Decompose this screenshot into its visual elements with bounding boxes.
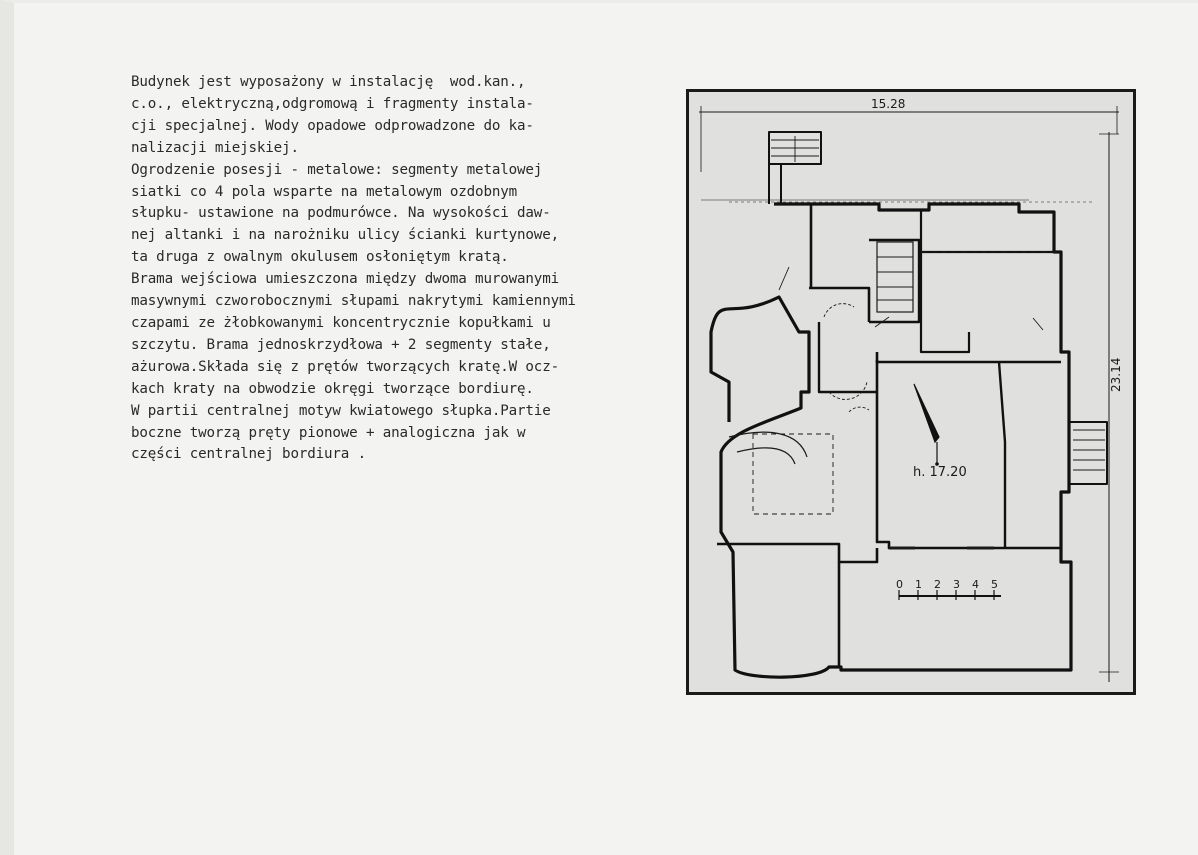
text-line: boczne tworzą pręty pionowe + analogiczn… xyxy=(131,424,526,441)
text-line: ta druga z owalnym okulusem osłoniętym k… xyxy=(131,249,509,266)
text-line: Ogrodzenie posesji - metalowe: segmenty … xyxy=(131,161,543,178)
scale-label-1: 1 xyxy=(915,578,922,591)
text-line: c.o., elektryczną,odgromową i fragmenty … xyxy=(131,95,534,112)
scale-label-3: 3 xyxy=(953,578,960,591)
text-line: ażurowa.Składa się z prętów tworzących k… xyxy=(131,358,559,375)
scale-label-2: 2 xyxy=(934,578,941,591)
text-line: W partii centralnej motyw kwiatowego słu… xyxy=(131,402,551,419)
text-line: części centralnej bordiura . xyxy=(131,446,366,463)
text-line: kach kraty na obwodzie okręgi tworzące b… xyxy=(131,380,534,397)
elevation-label: h. 17.20 xyxy=(913,465,967,480)
text-line: czapami ze żłobkowanymi koncentrycznie k… xyxy=(131,314,551,331)
scale-label-0: 0 xyxy=(896,578,903,591)
text-line: Brama wejściowa umieszczona między dwoma… xyxy=(131,271,559,288)
scale-label-4: 4 xyxy=(972,578,979,591)
text-line: szczytu. Brama jednoskrzydłowa + 2 segme… xyxy=(131,336,551,353)
scale-label-5: 5 xyxy=(991,578,998,591)
width-dimension: 15.28 xyxy=(871,97,905,111)
text-line: Budynek jest wyposażony w instalację wod… xyxy=(131,74,526,90)
text-line: nej altanki i na narożniku ulicy ścianki… xyxy=(131,227,559,244)
text-line: masywnymi czworobocznymi słupami nakryty… xyxy=(131,293,576,310)
description-text: Budynek jest wyposażony w instalację wod… xyxy=(131,72,681,466)
floor-plan-image: 15.28 23.14 h. 17.20 0 1 2 3 4 5 xyxy=(686,89,1136,695)
text-line: słupku- ustawione na podmurówce. Na wyso… xyxy=(131,205,551,222)
scale-bar xyxy=(898,590,1001,600)
text-line: siatki co 4 pola wsparte na metalowym oz… xyxy=(131,183,518,200)
text-line: nalizacji miejskiej. xyxy=(131,139,299,156)
text-line: cji specjalnej. Wody opadowe odprowadzon… xyxy=(131,117,534,134)
height-dimension: 23.14 xyxy=(1109,358,1123,392)
floor-plan-drawing: 15.28 23.14 h. 17.20 0 1 2 3 4 5 xyxy=(699,97,1123,682)
north-arrow-icon xyxy=(913,383,940,444)
